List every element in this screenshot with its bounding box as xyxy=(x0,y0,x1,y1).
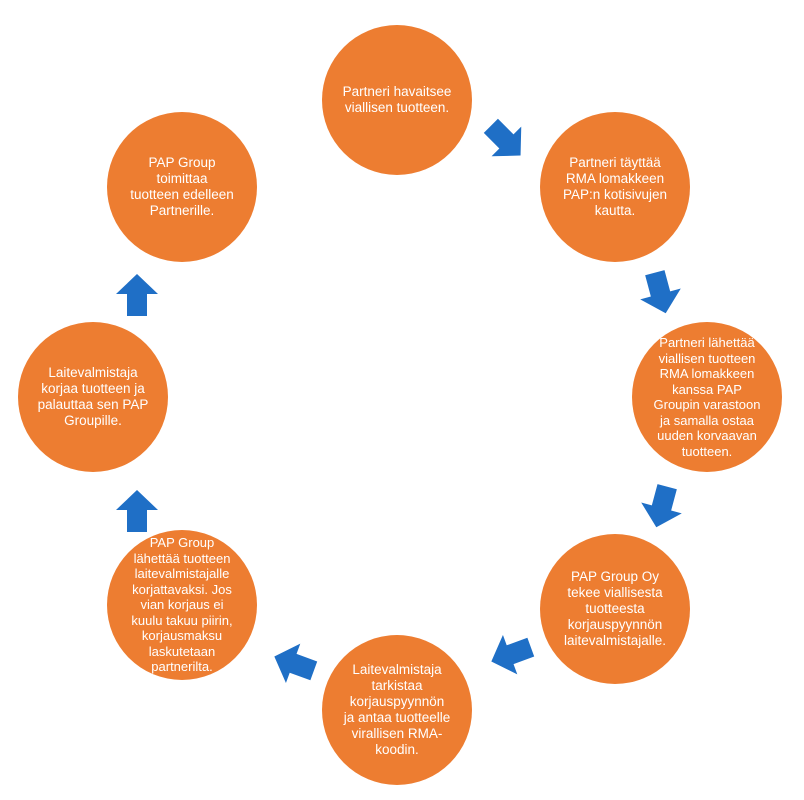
step-3-text: Partneri lähettää viallisen tuotteen RMA… xyxy=(653,335,761,459)
arrow-icon xyxy=(116,490,158,532)
step-5-circle: Laitevalmistaja tarkistaa korjauspyynnön… xyxy=(322,635,472,785)
arrow-icon xyxy=(484,627,538,682)
step-5-text: Laitevalmistaja tarkistaa korjauspyynnön… xyxy=(343,662,451,757)
step-8-text: PAP Group toimittaa tuotteen edelleen Pa… xyxy=(130,155,234,218)
step-6-circle: PAP Group lähettää tuotteen laitevalmist… xyxy=(107,530,257,680)
step-7-circle: Laitevalmistaja korjaa tuotteen ja palau… xyxy=(18,322,168,472)
arrow-icon xyxy=(116,274,158,316)
arrow-icon xyxy=(636,481,688,533)
step-4-text: PAP Group Oy tekee viallisesta tuotteest… xyxy=(563,569,667,648)
step-2-text: Partneri täyttää RMA lomakkeen PAP:n kot… xyxy=(562,155,668,218)
arrow-icon xyxy=(267,636,321,691)
step-1-text: Partneri havaitsee viallisen tuotteen. xyxy=(342,84,452,115)
arrow-icon xyxy=(476,111,536,171)
step-2-circle: Partneri täyttää RMA lomakkeen PAP:n kot… xyxy=(540,112,690,262)
step-8-circle: PAP Group toimittaa tuotteen edelleen Pa… xyxy=(107,112,257,262)
step-7-text: Laitevalmistaja korjaa tuotteen ja palau… xyxy=(37,365,149,428)
step-1-circle: Partneri havaitsee viallisen tuotteen. xyxy=(322,25,472,175)
step-6-text: PAP Group lähettää tuotteen laitevalmist… xyxy=(131,535,233,675)
step-4-circle: PAP Group Oy tekee viallisesta tuotteest… xyxy=(540,534,690,684)
arrow-icon xyxy=(634,267,686,319)
step-3-circle: Partneri lähettää viallisen tuotteen RMA… xyxy=(632,322,782,472)
